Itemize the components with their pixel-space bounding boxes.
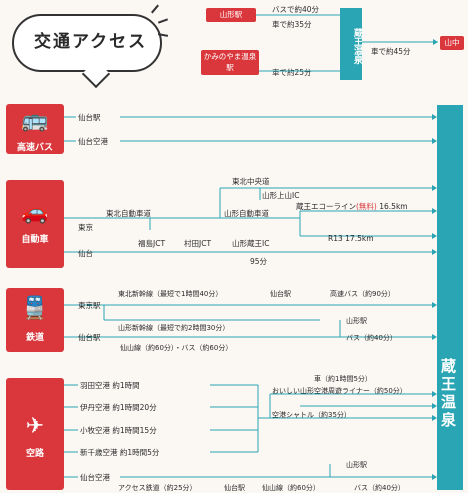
air-haneda-time: 約1時間 [112, 381, 140, 390]
air-yamagata-station: 山形駅 [346, 461, 367, 469]
rail-yamagata-shinkansen: 山形新幹線（最短で約2時間30分） [118, 324, 230, 332]
rail-tokyo-station: 東京駅 [78, 301, 101, 310]
air-shuttle: 空港シャトル（約35分） [272, 411, 351, 419]
car-yamagata-zao-ic: 山形蔵王IC [232, 239, 270, 248]
car-yamagata-kami-ic: 山形上山IC [262, 191, 300, 200]
car-45-label: 車で約45分 [371, 47, 411, 56]
category-rail-label: 鉄道 [25, 333, 44, 343]
category-bus: 🚌 高速バス [6, 104, 64, 154]
air-shin-chitose-row: 新千歳空港 約1時間5分 [80, 447, 159, 458]
car-echo-line-row: 蔵王エコーライン(無料) 16.5km [296, 201, 408, 212]
car-murata-jct: 村田JCT [184, 239, 212, 248]
rail-sendai-station: 仙台駅 [270, 290, 291, 298]
car-tohoku-expressway: 東北自動車道 [106, 209, 151, 218]
category-car: 🚗 自動車 [6, 180, 64, 268]
dest-char: 蔵 [441, 357, 457, 375]
bus-sendai-station: 仙台駅 [78, 113, 101, 122]
rail-express-bus: 高速バス（約90分） [330, 290, 395, 298]
category-bus-label: 高速バス [16, 143, 53, 153]
rail-shinkansen: 東北新幹線（最短で1時間40分） [118, 290, 223, 298]
air-itami-time: 約1時間20分 [112, 403, 157, 412]
destination-column: 蔵 王 温 泉 [437, 105, 463, 490]
air-itami: 伊丹空港 [80, 403, 110, 412]
air-haneda: 羽田空港 [80, 381, 110, 390]
rail-bus-40: バス（約40分） [346, 334, 397, 342]
bus-40-label: バスで約40分 [272, 5, 320, 14]
air-komaki-row: 小牧空港 約1時間15分 [80, 425, 157, 436]
car-95-min: 95分 [250, 257, 268, 266]
car-icon: 🚗 [21, 200, 49, 225]
page-title: 交通アクセス [34, 32, 148, 52]
air-komaki: 小牧空港 [80, 426, 110, 435]
car-r13: R13 [328, 234, 343, 243]
car-free-badge: (無料) [356, 202, 377, 211]
category-air: ✈ 空路 [6, 378, 64, 490]
car-sendai: 仙台 [78, 249, 93, 258]
air-shin-chitose: 新千歳空港 [80, 448, 118, 457]
car-tohoku-chuo: 東北中央道 [232, 177, 270, 186]
dest-char: 王 [441, 375, 457, 393]
yamagata-station-box: 山形駅 [206, 8, 256, 22]
car-yamagata-expressway: 山形自動車道 [224, 209, 269, 218]
air-komaki-time: 約1時間15分 [112, 426, 157, 435]
air-sendai-airport: 仙台空港 [80, 473, 110, 482]
yamanaka-box: 山中 [440, 36, 464, 50]
kaminoyama-station-box: かみのやま温泉駅 [201, 50, 259, 75]
air-bus-40: バス（約40分） [354, 484, 405, 492]
bus-sendai-airport: 仙台空港 [78, 137, 108, 146]
bus-icon: 🚌 [21, 108, 49, 133]
rail-senzan: 仙山線（約60分）・バス（約60分） [120, 344, 233, 352]
air-shin-chitose-time: 約1時間5分 [119, 448, 160, 457]
rail-sendai-station-2: 仙台駅 [78, 333, 101, 342]
airplane-icon: ✈ [25, 414, 45, 439]
air-car: 車（約1時間5分） [314, 375, 372, 383]
dest-char: 泉 [441, 411, 457, 429]
category-car-label: 自動車 [21, 235, 49, 245]
zao-onsen-box: 蔵王温泉 [340, 8, 362, 80]
air-liner: おいしい山形空港周遊ライナー（約50分） [272, 387, 407, 395]
car-km-16-5: 16.5km [379, 202, 408, 211]
air-sendai-station: 仙台駅 [224, 484, 245, 492]
car-35-label: 車で約35分 [272, 20, 312, 29]
car-km-17-5: 17.5km [345, 234, 374, 243]
train-icon: 🚆 [21, 296, 49, 321]
car-25-label: 車で約25分 [272, 68, 312, 77]
dest-char: 温 [441, 393, 457, 411]
car-echo-line: 蔵王エコーライン [296, 202, 356, 211]
category-air-label: 空路 [25, 449, 44, 459]
air-senzan-line: 仙山線（約60分） [262, 484, 320, 492]
car-tokyo: 東京 [78, 223, 93, 232]
air-haneda-row: 羽田空港 約1時間 [80, 380, 140, 391]
category-rail: 🚆 鉄道 [6, 288, 64, 352]
rail-yamagata-station: 山形駅 [346, 317, 367, 325]
air-itami-row: 伊丹空港 約1時間20分 [80, 402, 157, 413]
car-fukushima-jct: 福島JCT [138, 239, 166, 248]
air-access-line: アクセス鉄道（約25分） [118, 484, 197, 492]
car-r13-row: R13 17.5km [328, 234, 374, 243]
